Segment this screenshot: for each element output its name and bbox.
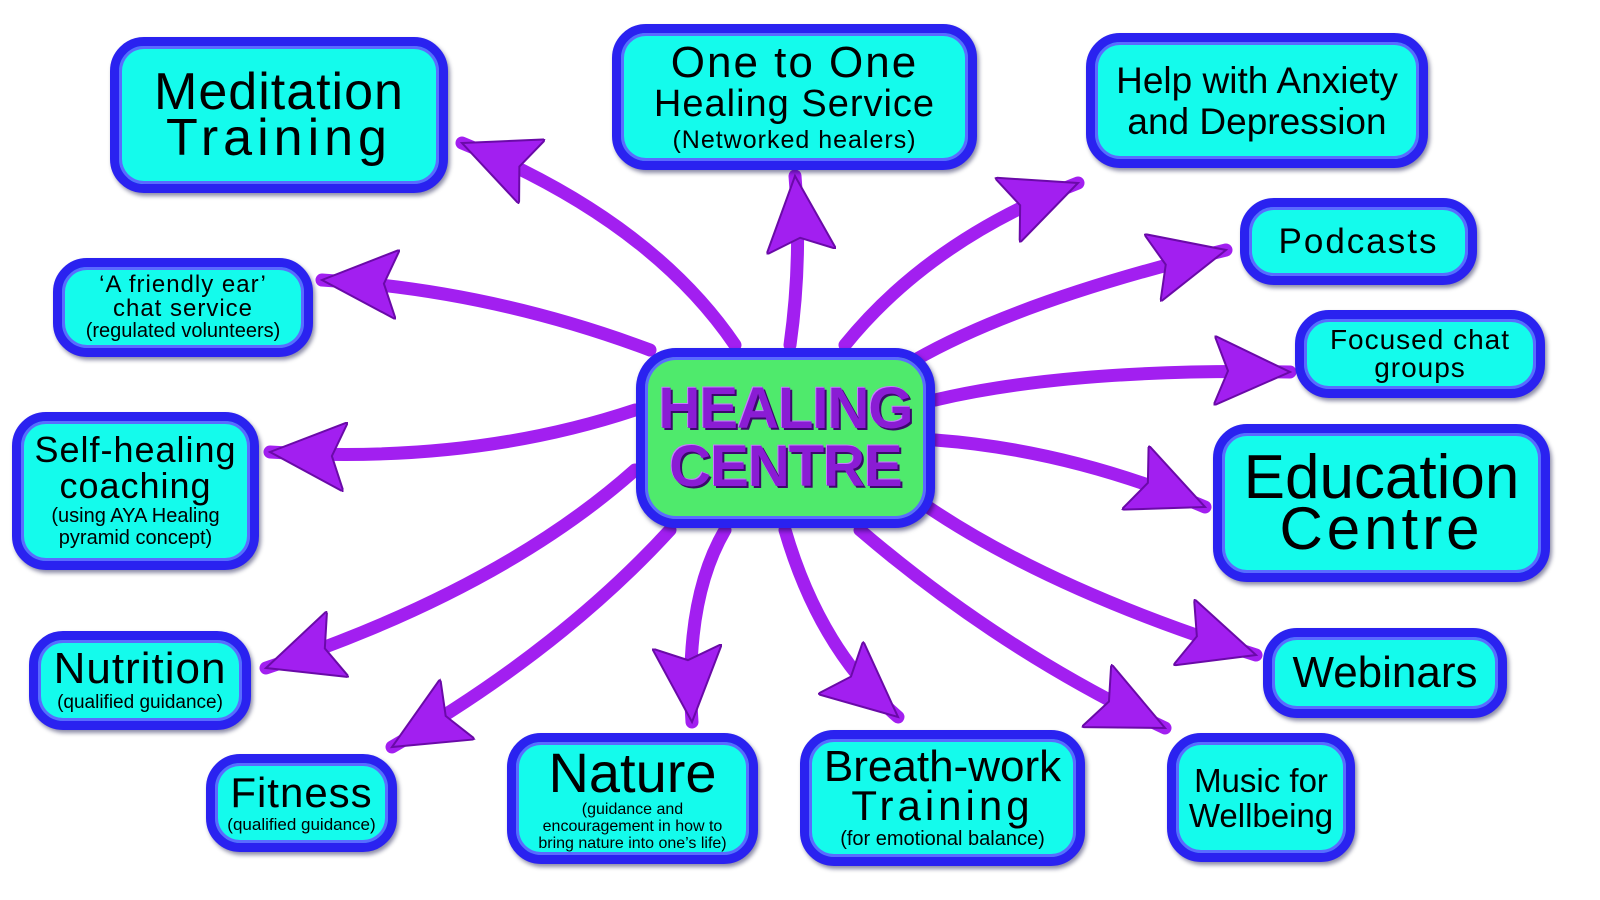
node-title: coaching (59, 465, 212, 507)
node-fitness: Fitness (qualified guidance) (206, 754, 397, 852)
node-title: Help with Anxiety (1116, 59, 1398, 101)
arrow-to-music (853, 523, 1172, 735)
node-anxiety-depression: Help with Anxiety and Depression (1086, 33, 1428, 168)
node-title: groups (1374, 352, 1466, 383)
node-subtitle: pyramid concept) (58, 527, 213, 549)
node-title: Self-healing (34, 429, 237, 471)
node-webinars: Webinars (1263, 628, 1507, 718)
node-music-wellbeing: Music for Wellbeing (1167, 733, 1355, 862)
node-subtitle: bring nature into one’s life) (538, 835, 727, 853)
node-title: Breath-work (823, 742, 1062, 792)
arrow-to-education (928, 433, 1212, 514)
arrow-to-friendly-ear (315, 280, 657, 357)
node-title: chat service (112, 294, 254, 322)
node-self-healing-coaching: Self-healing coaching (using AYA Healing… (12, 412, 259, 570)
node-title: and Depression (1127, 100, 1387, 142)
node-subtitle: (qualified guidance) (227, 814, 376, 834)
node-title: Education (1243, 443, 1520, 512)
node-title: Meditation (154, 63, 404, 121)
node-subtitle: (using AYA Healing (51, 505, 220, 528)
arrow-to-podcasts (908, 250, 1233, 367)
node-breath-work-training: Breath-work Training (for emotional bala… (800, 730, 1085, 866)
node-title: Training (166, 109, 392, 167)
node-title: Centre (1279, 495, 1484, 562)
arrow-to-meditation (455, 136, 742, 352)
node-meditation-training: Meditation Training (110, 37, 448, 193)
healing-centre-hub: HEALING CENTRE (636, 348, 935, 528)
hub-title-line1: HEALING (658, 376, 914, 441)
node-title: One to One (670, 37, 919, 87)
node-title: Nutrition (53, 644, 227, 694)
node-friendly-ear: ‘A friendly ear’ chat service (regulated… (53, 258, 313, 357)
node-education-centre: Education Centre (1213, 424, 1550, 582)
node-title: Healing Service (653, 82, 936, 125)
hub-title-line2: CENTRE (669, 434, 902, 499)
arrow-to-anxiety (838, 176, 1085, 352)
node-title: Nature (548, 740, 717, 804)
node-subtitle: encouragement in how to (542, 817, 723, 835)
arrow-to-nature (691, 523, 732, 729)
node-title: ‘A friendly ear’ (99, 270, 267, 298)
arrow-to-one-to-one (790, 169, 798, 352)
arrow-to-fitness (385, 523, 677, 754)
arrow-to-breath-work (778, 523, 905, 724)
arrow-to-webinars (918, 498, 1263, 655)
node-title: Wellbeing (1188, 796, 1334, 834)
node-title: Podcasts (1278, 222, 1439, 261)
node-subtitle: (for emotional balance) (840, 828, 1045, 851)
node-podcasts: Podcasts (1240, 198, 1477, 285)
arrow-to-focused-chat (928, 372, 1297, 400)
node-subtitle: (qualified guidance) (57, 692, 223, 714)
node-one-to-one-healing: One to One Healing Service (Networked he… (612, 24, 977, 170)
arrow-to-self-healing (263, 403, 642, 454)
node-subtitle: (guidance and (581, 800, 684, 818)
node-title: Focused chat (1329, 324, 1511, 355)
node-title: Training (851, 782, 1034, 830)
node-nature: Nature (guidance and encouragement in ho… (507, 733, 758, 864)
node-nutrition: Nutrition (qualified guidance) (29, 631, 251, 730)
node-title: Music for (1194, 761, 1328, 799)
node-focused-chat-groups: Focused chat groups (1295, 310, 1545, 398)
node-title: Webinars (1292, 648, 1478, 697)
node-subtitle: (regulated volunteers) (85, 319, 281, 342)
node-subtitle: (Networked healers) (672, 125, 917, 154)
arrow-to-nutrition (259, 463, 642, 668)
node-title: Fitness (230, 768, 373, 816)
